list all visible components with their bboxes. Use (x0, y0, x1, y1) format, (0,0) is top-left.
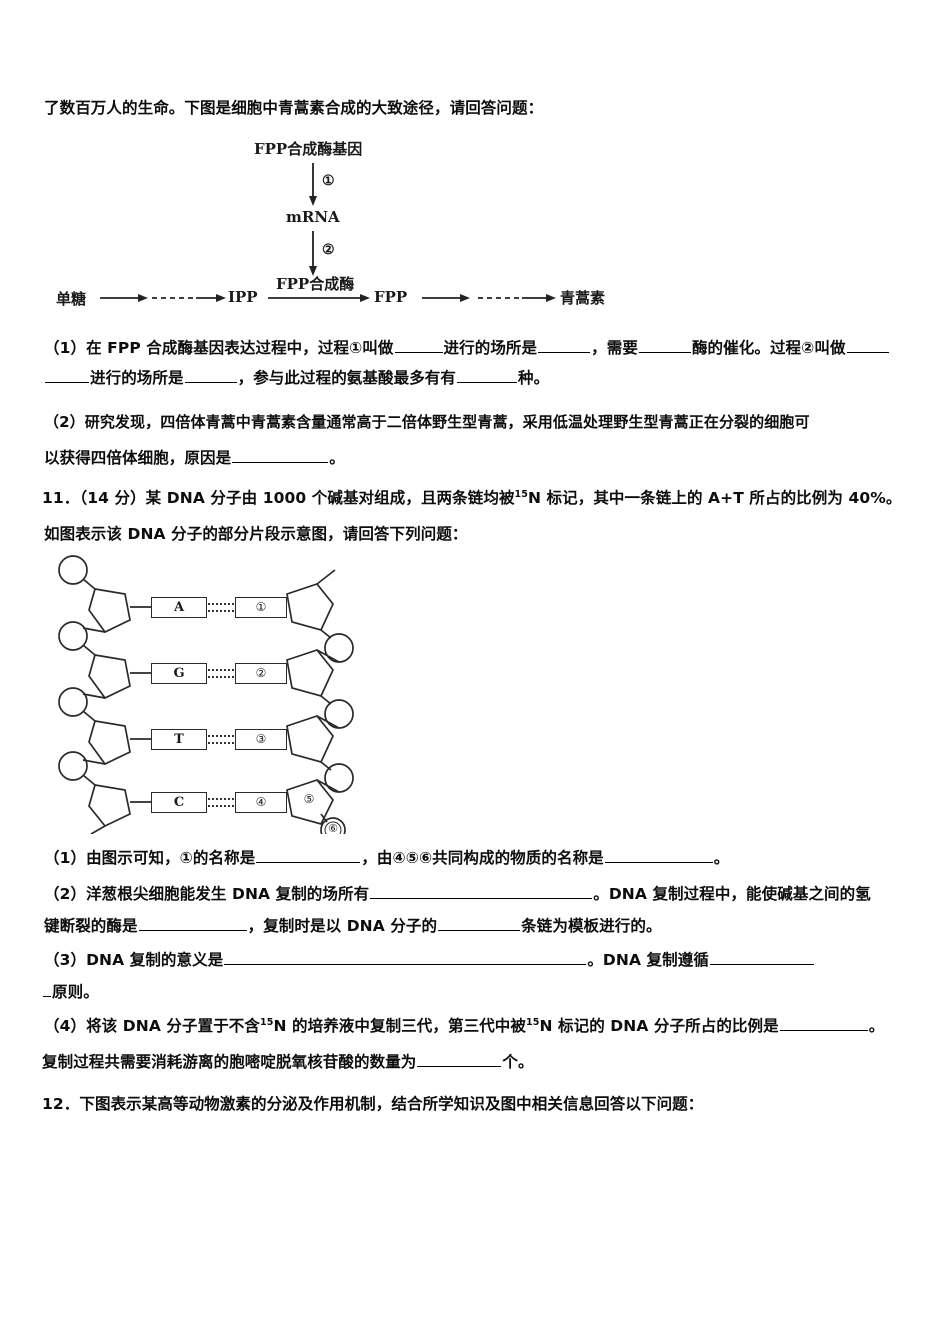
artemisinin-pathway-diagram: FPP合成酶基因 ① mRNA ② FPP合成酶 单糖 IPP FPP 青蒿素 (0, 128, 950, 328)
answer-blank[interactable] (438, 917, 521, 931)
dna-base-box: C (151, 792, 207, 813)
answer-blank[interactable] (184, 369, 237, 383)
answer-blank[interactable] (604, 849, 713, 863)
answer-blank[interactable] (43, 983, 51, 997)
q11-p4-l2-b: 个。 (502, 1053, 534, 1071)
dna-base-box: G (151, 663, 207, 684)
q11-p1-b: ，由④⑤⑥共同构成的物质的名称是 (361, 849, 604, 867)
pathway-step-2: ② (322, 242, 335, 258)
answer-blank[interactable] (138, 917, 247, 931)
q11-stem-a: 11．（14 分）某 DNA 分子由 1000 个碱基对组成，且两条链均被 (42, 489, 515, 507)
answer-blank[interactable] (846, 339, 889, 353)
dna-base-box: T (151, 729, 207, 750)
q10-part2-line1: （2）研究发现，四倍体青蒿中青蒿素含量通常高于二倍体野生型青蒿，采用低温处理野生… (44, 413, 810, 431)
answer-blank[interactable] (709, 951, 814, 965)
hydrogen-bond (208, 669, 234, 678)
hydrogen-bond (208, 798, 234, 807)
answer-blank[interactable] (224, 951, 587, 965)
dna-phosphate-label: ⑥ (328, 822, 338, 835)
q11-part1: （1）由图示可知，①的名称是 ，由④⑤⑥共同构成的物质的名称是 。 (44, 848, 729, 868)
q11-part3-line1: （3）DNA 复制的意义是 。DNA 复制遵循 (44, 950, 815, 970)
pathway-node-fpp: FPP (374, 288, 408, 306)
q11-stem-line1: 11．（14 分）某 DNA 分子由 1000 个碱基对组成，且两条链均被15N… (42, 488, 901, 508)
dna-base-box: A (151, 597, 207, 618)
q11-p1-c: 。 (713, 849, 730, 867)
q11-part3-line2: 原则。 (42, 982, 99, 1002)
isotope-superscript: 15 (526, 1016, 540, 1028)
q11-p4-l1-d: 。 (868, 1017, 885, 1035)
dna-sugar-label: ⑤ (303, 792, 315, 806)
answer-blank[interactable] (417, 1053, 502, 1067)
q10-p1-text-c: ，需要 (591, 339, 638, 357)
q11-p4-l1-b: N 的培养液中复制三代，第三代中被 (273, 1017, 527, 1035)
hydrogen-bond (208, 735, 234, 744)
q10-part1-line1: （1）在 FPP 合成酶基因表达过程中，过程①叫做 进行的场所是 ，需要 酶的催化。过… (44, 338, 890, 358)
q11-p3-l2: 原则。 (52, 983, 99, 1001)
pathway-node-sugar: 单糖 (56, 290, 87, 308)
intro-line: 了数百万人的生命。下图是细胞中青蒿素合成的大致途径，请回答问题： (44, 99, 544, 117)
q10-p1-l2-c: 种。 (518, 369, 550, 387)
dna-label-box: ④ (235, 792, 287, 813)
answer-blank[interactable] (394, 339, 443, 353)
q11-p3-l1-a: （3）DNA 复制的意义是 (44, 951, 224, 969)
q11-stem-line2: 如图表示该 DNA 分子的部分片段示意图，请回答下列问题： (44, 525, 468, 543)
q10-p1-text-d: 酶的催化。过程②叫做 (691, 339, 846, 357)
answer-blank[interactable] (256, 849, 361, 863)
q11-p4-l1-c: N 标记的 DNA 分子所占的比例是 (539, 1017, 779, 1035)
dna-label-box: ③ (235, 729, 287, 750)
pathway-step-1: ① (322, 173, 335, 189)
answer-blank[interactable] (45, 369, 89, 383)
q11-p2-l2-b: ，复制时是以 DNA 分子的 (247, 917, 438, 935)
q11-p1-a: （1）由图示可知，①的名称是 (44, 849, 256, 867)
pathway-node-product: 青蒿素 (560, 289, 606, 307)
q11-p4-l1-a: （4）将该 DNA 分子置于不含 (44, 1017, 261, 1035)
answer-blank[interactable] (638, 339, 691, 353)
answer-blank[interactable] (538, 339, 591, 353)
pathway-node-ipp: IPP (228, 288, 258, 306)
q10-p2-l2-a: 以获得四倍体细胞，原因是 (44, 449, 232, 467)
q11-stem-b: N 标记，其中一条链上的 A+T 所占的比例为 40%。 (527, 489, 902, 507)
answer-blank[interactable] (370, 885, 593, 899)
q11-part4-line2: 复制过程共需要消耗游离的胞嘧啶脱氧核苷酸的数量为 个。 (42, 1052, 534, 1072)
q10-p1-text-a: （1）在 FPP 合成酶基因表达过程中，过程①叫做 (44, 339, 394, 357)
answer-blank[interactable] (457, 369, 518, 383)
q11-part2-line1: （2）洋葱根尖细胞能发生 DNA 复制的场所有 。DNA 复制过程中，能使碱基之间… (44, 884, 871, 904)
q11-p3-l1-b: 。DNA 复制遵循 (587, 951, 709, 969)
dna-backbone-svg (58, 555, 354, 834)
q11-p4-l2-a: 复制过程共需要消耗游离的胞嘧啶脱氧核苷酸的数量为 (42, 1053, 417, 1071)
q11-p2-l2-c: 条链为模板进行的。 (521, 917, 662, 935)
answer-blank[interactable] (779, 1017, 868, 1031)
q10-p1-l2-a: 进行的场所是 (90, 369, 184, 387)
answer-blank[interactable] (232, 449, 329, 463)
pathway-node-gene: FPP合成酶基因 (254, 140, 363, 158)
q10-p1-l2-b: ，参与此过程的氨基酸最多有有 (237, 369, 457, 387)
q12-stem: 12．下图表示某高等动物激素的分泌及作用机制，结合所学知识及图中相关信息回答以下… (42, 1095, 704, 1113)
q11-p2-l1-a: （2）洋葱根尖细胞能发生 DNA 复制的场所有 (44, 885, 370, 903)
hydrogen-bond (208, 603, 234, 612)
isotope-superscript: 15 (260, 1016, 274, 1028)
q10-p2-l2-b: 。 (329, 449, 345, 467)
dna-label-box: ② (235, 663, 287, 684)
isotope-superscript: 15 (514, 488, 528, 500)
pathway-node-enzyme: FPP合成酶 (276, 275, 355, 293)
dna-label-box: ① (235, 597, 287, 618)
pathway-svg (100, 163, 556, 302)
dna-fragment-diagram: A G T C ① ② ③ ④ ⑤ ⑥ (55, 552, 355, 835)
q10-part1-line2: 进行的场所是 ，参与此过程的氨基酸最多有有 种。 (44, 368, 549, 388)
q11-part2-line2: 键断裂的酶是 ，复制时是以 DNA 分子的 条链为模板进行的。 (44, 916, 662, 936)
q11-p2-l2-a: 键断裂的酶是 (44, 917, 138, 935)
pathway-node-mrna: mRNA (286, 208, 340, 226)
q11-p2-l1-b: 。DNA 复制过程中，能使碱基之间的氢 (593, 885, 871, 903)
q10-p1-text-b: 进行的场所是 (443, 339, 538, 357)
q11-part4-line1: （4）将该 DNA 分子置于不含15N 的培养液中复制三代，第三代中被15N 标… (44, 1016, 884, 1036)
q10-part2-line2: 以获得四倍体细胞，原因是 。 (44, 448, 345, 468)
